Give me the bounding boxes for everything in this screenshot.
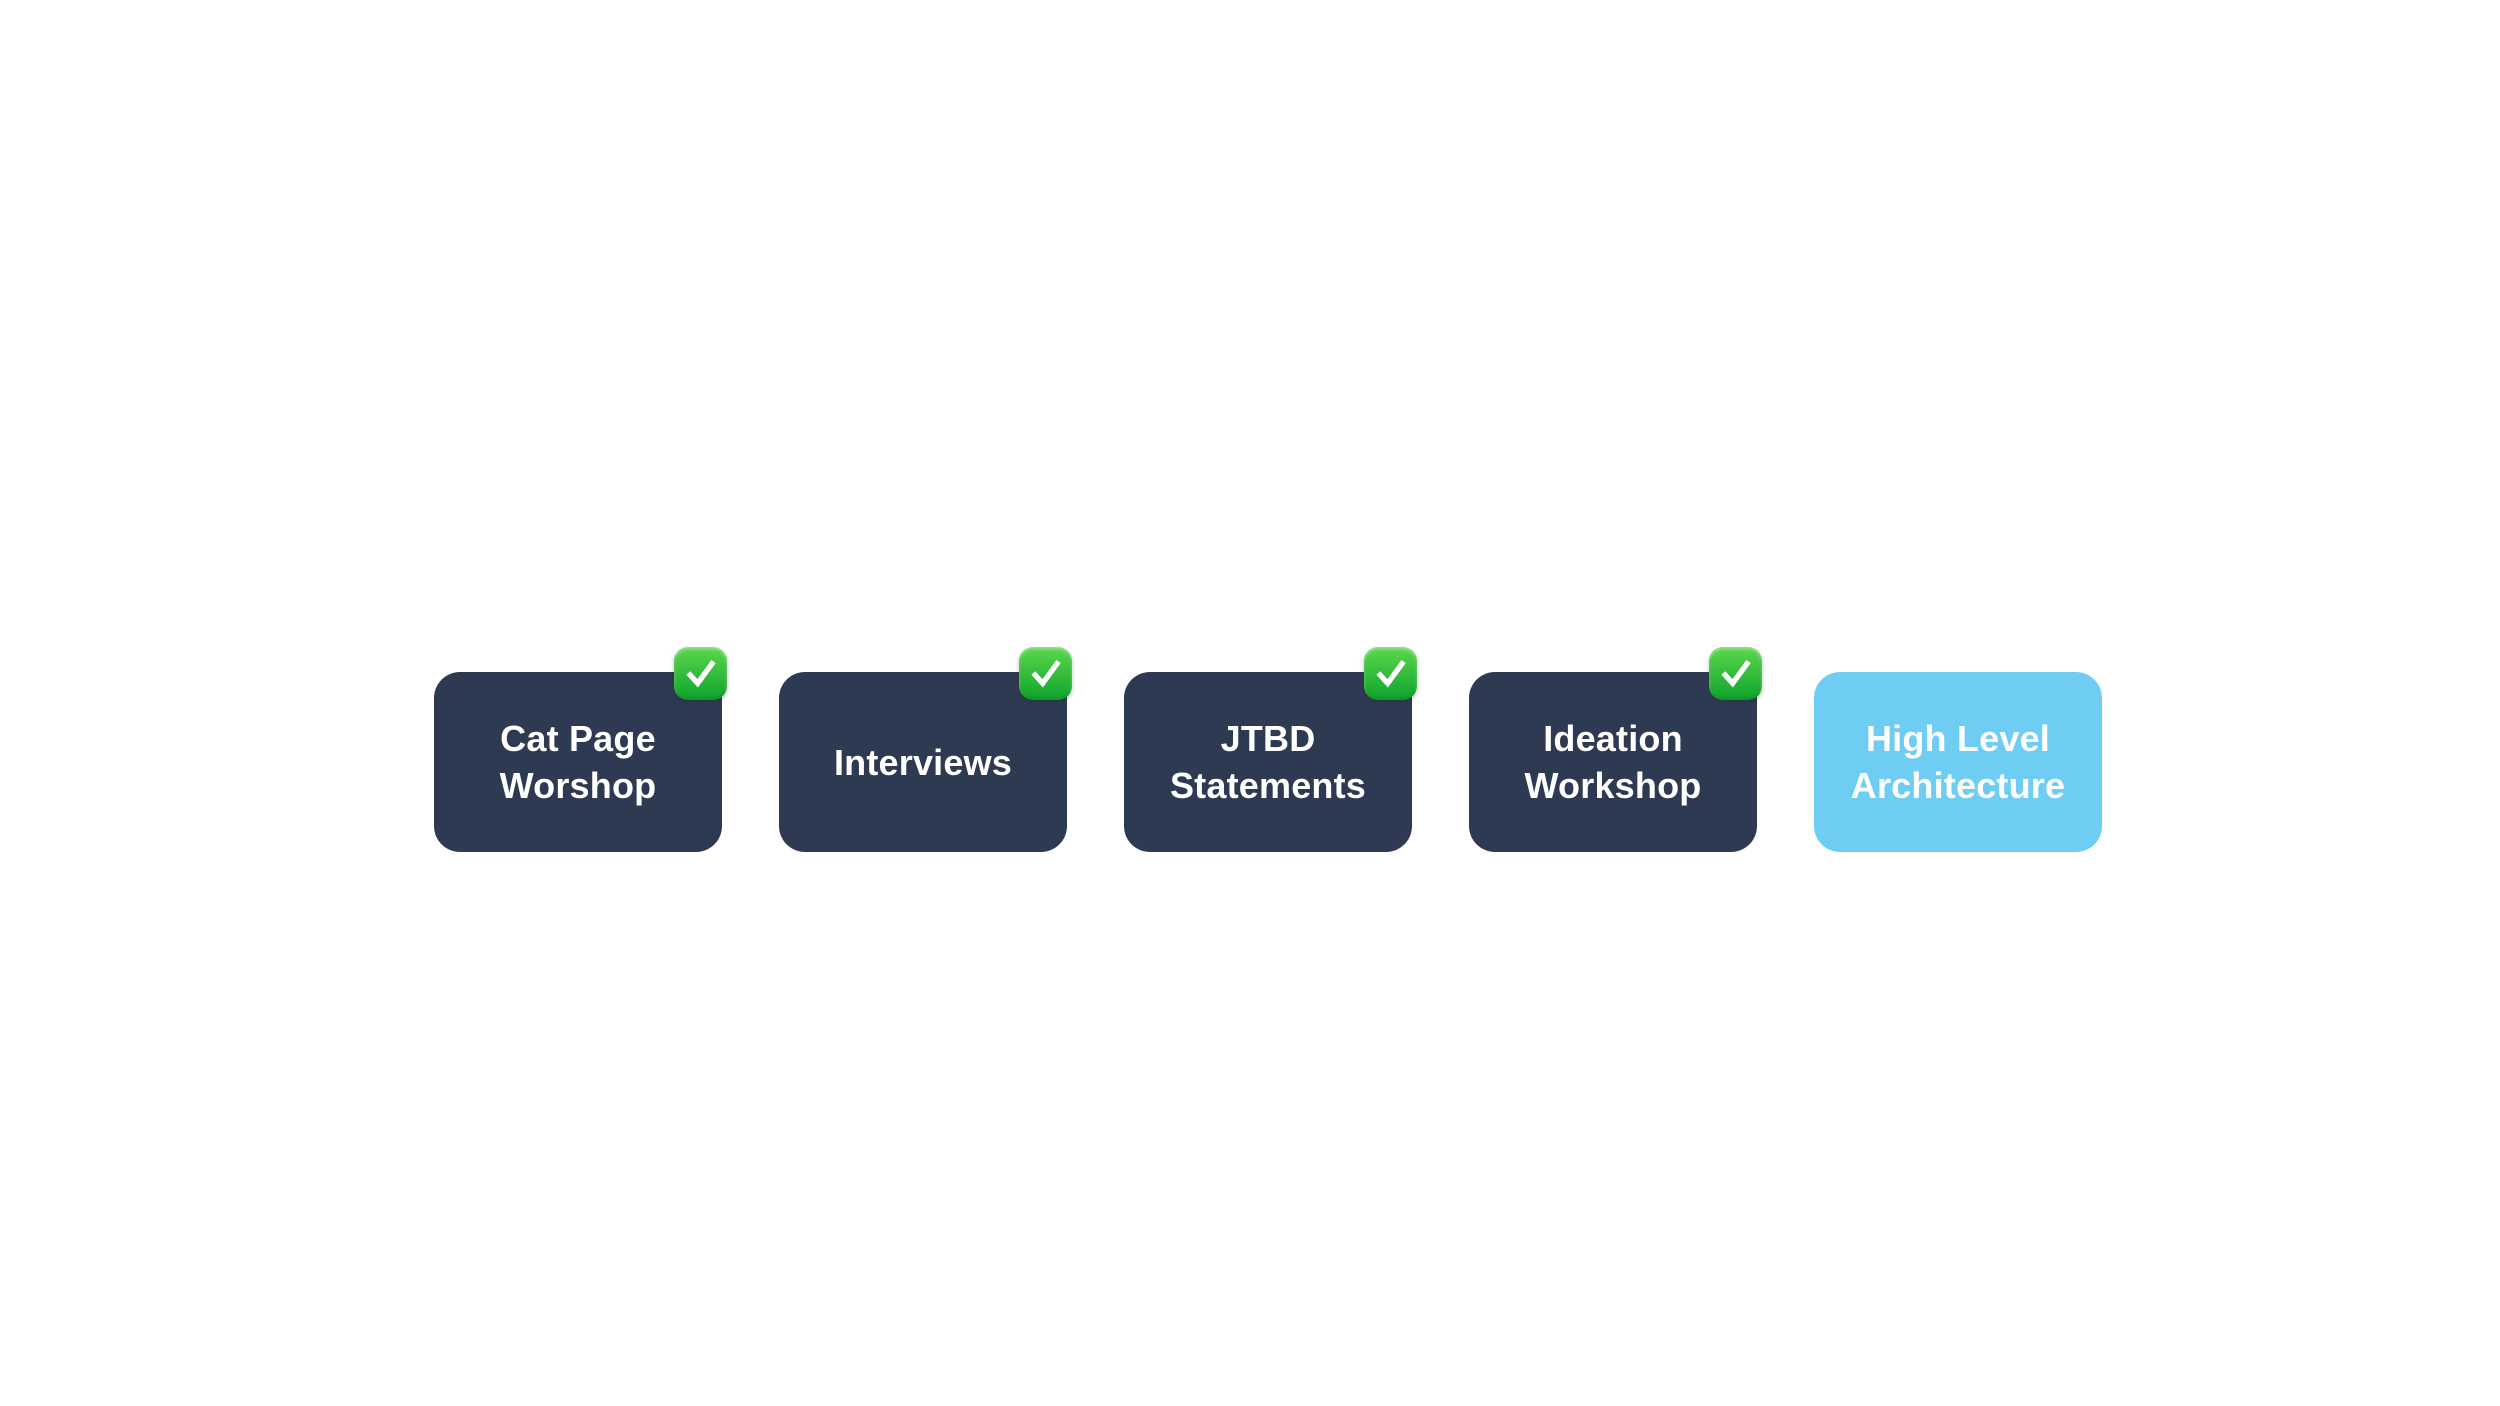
card-ideation-workshop[interactable]: Ideation Workshop <box>1469 647 1762 852</box>
card-label: JTBD Statements <box>1170 715 1366 809</box>
check-badge <box>1364 647 1417 700</box>
label-line: Cat Page <box>500 718 656 759</box>
label-line: JTBD <box>1220 718 1316 759</box>
label-line: Ideation <box>1543 718 1683 759</box>
card-interviews[interactable]: Interviews <box>779 647 1072 852</box>
card-label: Interviews <box>834 739 1012 786</box>
card-cat-page-worshop[interactable]: Cat Page Worshop <box>434 647 727 852</box>
check-badge <box>1019 647 1072 700</box>
label-line: High Level <box>1865 718 2051 759</box>
label-line: Workshop <box>1524 765 1702 806</box>
check-badge <box>674 647 727 700</box>
checkmark-icon <box>1375 659 1406 688</box>
label-line: Statements <box>1169 765 1367 806</box>
workflow-row: Cat Page Worshop Interviews JTB <box>434 647 2102 852</box>
label-line: Interviews <box>833 741 1013 783</box>
label-line: Architecture <box>1850 765 2066 806</box>
card-high-level-architecture[interactable]: High Level Architecture <box>1814 672 2102 852</box>
card-label: Ideation Workshop <box>1525 715 1702 809</box>
checkmark-icon <box>685 659 716 688</box>
checkmark-icon <box>1720 659 1751 688</box>
label-line: Worshop <box>499 765 657 806</box>
card-label: High Level Architecture <box>1851 715 2065 809</box>
card-jtbd-statements[interactable]: JTBD Statements <box>1124 647 1417 852</box>
card-label: Cat Page Worshop <box>500 715 657 809</box>
check-badge <box>1709 647 1762 700</box>
checkmark-icon <box>1030 659 1061 688</box>
